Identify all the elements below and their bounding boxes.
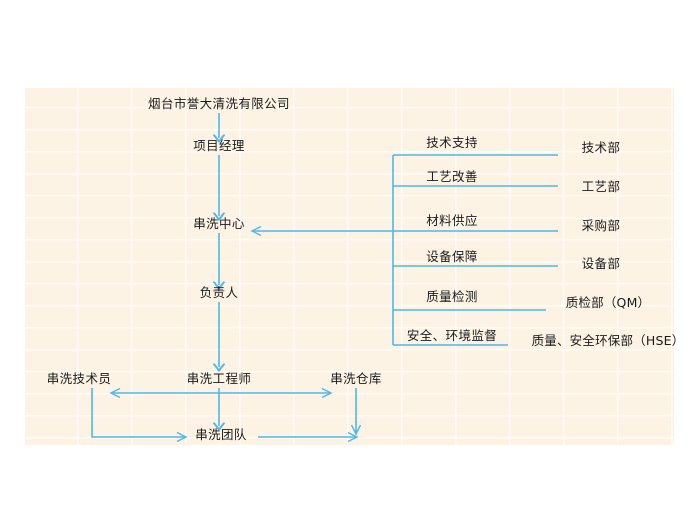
node-material-supply: 材料供应 — [426, 212, 478, 228]
node-project-manager: 项目经理 — [193, 137, 245, 153]
node-cleaning-center: 串洗中心 — [193, 215, 245, 231]
node-cleaning-team: 串洗团队 — [195, 426, 247, 442]
node-person-in-charge: 负责人 — [199, 284, 239, 300]
node-cleaning-technician: 串洗技术员 — [46, 370, 112, 386]
node-purchasing-department: 采购部 — [581, 217, 621, 233]
node-equipment-department: 设备部 — [581, 255, 621, 271]
node-process-department: 工艺部 — [581, 178, 621, 194]
node-equipment-guarantee: 设备保障 — [426, 248, 478, 264]
node-cleaning-engineer: 串洗工程师 — [186, 370, 252, 386]
node-qm-department: 质检部（QM） — [565, 294, 651, 310]
node-company: 烟台市誉大清洗有限公司 — [148, 95, 290, 111]
node-process-improvement: 工艺改善 — [426, 168, 478, 184]
node-safety-environment-supervision: 安全、环境监督 — [406, 327, 498, 343]
node-tech-department: 技术部 — [581, 139, 621, 155]
node-cleaning-warehouse: 串洗仓库 — [330, 370, 382, 386]
node-quality-inspection: 质量检测 — [426, 288, 478, 304]
diagram-background-sheet — [25, 88, 674, 445]
node-tech-support: 技术支持 — [426, 134, 478, 150]
node-hse-department: 质量、安全环保部（HSE） — [531, 332, 685, 348]
